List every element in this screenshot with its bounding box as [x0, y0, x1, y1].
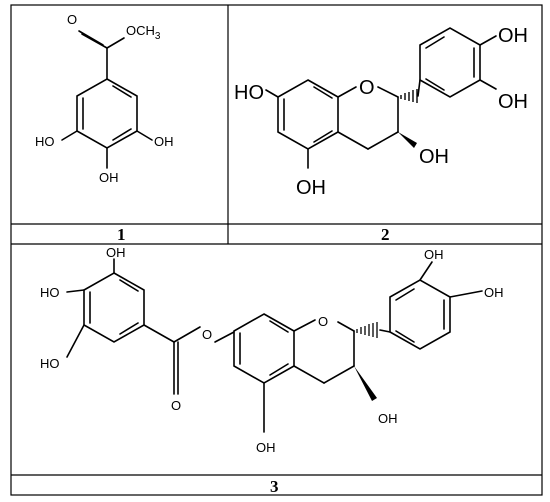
- compound-2-number: 2: [381, 225, 390, 244]
- c3-galloyl-oh-mid-label: HO: [40, 285, 60, 300]
- compound-1-structure: O: [61, 12, 153, 169]
- c3-oh-c3-label: OH: [378, 411, 398, 426]
- svg-text:O: O: [67, 12, 77, 27]
- c2-oh-c3-label: OH: [419, 146, 449, 168]
- compound-1-number: 1: [117, 225, 126, 244]
- c1-oh-bottom-label: OH: [99, 170, 119, 185]
- compound-3-structure: [66, 258, 483, 433]
- c3-b-oh-top-label: OH: [424, 247, 444, 262]
- c3-ester-o-label: O: [202, 327, 212, 342]
- c2-oh-c5-label: OH: [296, 177, 326, 199]
- c2-oh-top-label: OH: [498, 25, 528, 47]
- c3-galloyl-oh-low-label: HO: [40, 356, 60, 371]
- c2-ring-o-label: O: [359, 77, 375, 99]
- c1-oh-right-label: OH: [154, 134, 174, 149]
- compound-3-number: 3: [270, 477, 279, 496]
- c2-oh-left-label: HO: [234, 82, 264, 104]
- c1-ester-label: OCH3: [126, 23, 161, 42]
- c3-carbonyl-o-label: O: [171, 398, 181, 413]
- table-grid: [10, 4, 543, 496]
- c3-b-oh-right-label: OH: [484, 285, 504, 300]
- c3-galloyl-oh-top-label: OH: [106, 245, 126, 260]
- compound-2-structure: [265, 27, 497, 169]
- c2-oh-right-label: OH: [498, 91, 528, 113]
- c1-oh-left-label: HO: [35, 134, 55, 149]
- c3-ring-o-label: O: [318, 314, 328, 329]
- c3-oh-c5-label: OH: [256, 440, 276, 455]
